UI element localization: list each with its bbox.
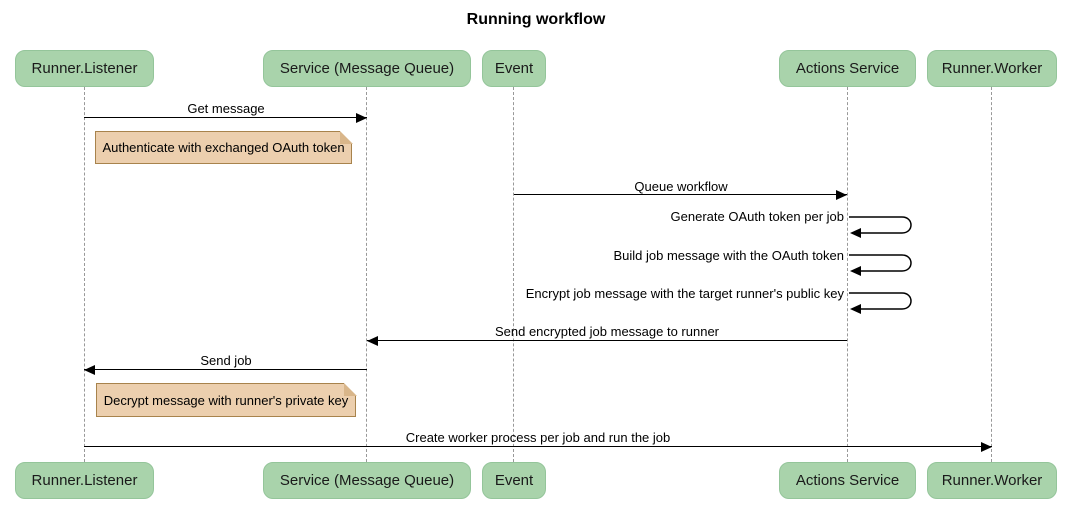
actor-top-actions-service: Actions Service <box>779 50 916 87</box>
arrowhead-right-icon <box>981 442 992 452</box>
message-label-queue-workflow: Queue workflow <box>634 179 728 194</box>
note-fold-corner-icon <box>343 382 357 396</box>
message-label-send-job: Send job <box>200 353 252 368</box>
actor-bottom-service-message-queue: Service (Message Queue) <box>263 462 471 499</box>
note-text: Decrypt message with runner's private ke… <box>103 392 349 408</box>
self-message-loop-icon <box>849 292 912 314</box>
note-text: Authenticate with exchanged OAuth token <box>102 140 345 155</box>
actor-bottom-actions-service: Actions Service <box>779 462 916 499</box>
arrowhead-right-icon <box>356 113 367 123</box>
message-arrow-create-worker <box>84 446 992 447</box>
lifeline-actions-service <box>847 87 848 462</box>
self-message-label-build-job-message: Build job message with the OAuth token <box>613 248 844 263</box>
actor-bottom-event: Event <box>482 462 546 499</box>
arrowhead-left-icon <box>367 336 378 346</box>
note-decrypt: Decrypt message with runner's private ke… <box>96 382 357 417</box>
message-arrow-send-encrypted <box>367 340 847 341</box>
message-arrow-queue-workflow <box>514 194 847 195</box>
lifeline-service-message-queue <box>366 87 367 462</box>
actor-bottom-runner-listener: Runner.Listener <box>15 462 154 499</box>
actor-top-event: Event <box>482 50 546 87</box>
actor-top-service-message-queue: Service (Message Queue) <box>263 50 471 87</box>
self-message-loop-icon <box>849 254 912 276</box>
actor-top-runner-listener: Runner.Listener <box>15 50 154 87</box>
arrowhead-right-icon <box>836 190 847 200</box>
message-label-get-message: Get message <box>187 101 265 116</box>
actor-top-runner-worker: Runner.Worker <box>927 50 1057 87</box>
lifeline-event <box>513 87 514 462</box>
lifeline-runner-worker <box>991 87 992 462</box>
diagram-title: Running workflow <box>466 11 606 28</box>
note-authenticate: Authenticate with exchanged OAuth token <box>95 130 353 164</box>
note-fold-corner-icon <box>339 130 353 144</box>
actor-bottom-runner-worker: Runner.Worker <box>927 462 1057 499</box>
self-message-loop-icon <box>849 216 912 238</box>
message-label-create-worker: Create worker process per job and run th… <box>405 430 671 445</box>
self-message-label-generate-token: Generate OAuth token per job <box>670 209 844 224</box>
message-arrow-get-message <box>84 117 367 118</box>
message-label-send-encrypted: Send encrypted job message to runner <box>494 324 720 339</box>
self-message-label-encrypt-job-message: Encrypt job message with the target runn… <box>525 286 844 301</box>
arrowhead-left-icon <box>84 365 95 375</box>
message-arrow-send-job <box>84 369 367 370</box>
lifeline-runner-listener <box>84 87 85 462</box>
